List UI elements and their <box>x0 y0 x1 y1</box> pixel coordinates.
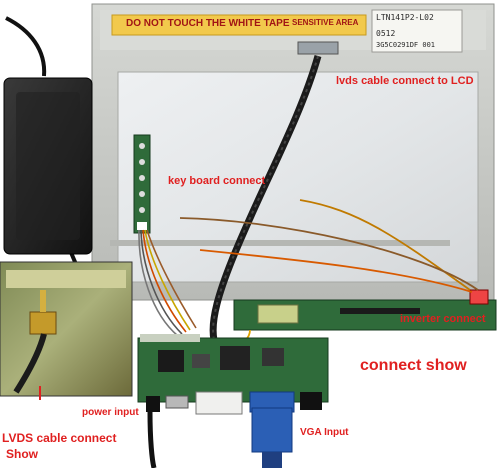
label-lvds-show-line2: Show <box>6 447 38 461</box>
inverter-board <box>233 289 497 331</box>
label-connect-show: connect show <box>360 357 467 374</box>
power-input-cable <box>147 411 157 469</box>
panel-model: LTN141P2-L02 <box>376 13 434 22</box>
panel-warning-text: DO NOT TOUCH THE WHITE TAPE <box>126 18 290 29</box>
label-vga-input: VGA Input <box>300 427 349 438</box>
panel-batch: 0512 <box>376 29 396 38</box>
lvds-cable <box>209 55 322 341</box>
vga-cable <box>251 407 293 468</box>
dvi-connector <box>195 391 243 415</box>
keyboard-wires <box>138 229 197 337</box>
label-lvds-show-line1: LVDS cable connect <box>2 431 117 445</box>
keyboard-module <box>133 134 151 234</box>
warning-tape <box>111 14 367 36</box>
label-lvds-to-lcd: lvds cable connect to LCD <box>336 75 474 87</box>
label-keyboard-connect: key board connect <box>168 175 266 187</box>
label-inverter-connect: inverter connect <box>400 313 486 325</box>
lvds-inset-photo <box>0 261 133 397</box>
model-sticker <box>371 9 463 53</box>
panel-serial: 3G5C0291DF 001 <box>376 41 436 49</box>
power-adapter <box>3 16 129 332</box>
controller-board <box>137 334 329 415</box>
panel-sensitive-text: SENSITIVE AREA <box>292 18 359 27</box>
label-power-input: power input <box>82 407 139 418</box>
